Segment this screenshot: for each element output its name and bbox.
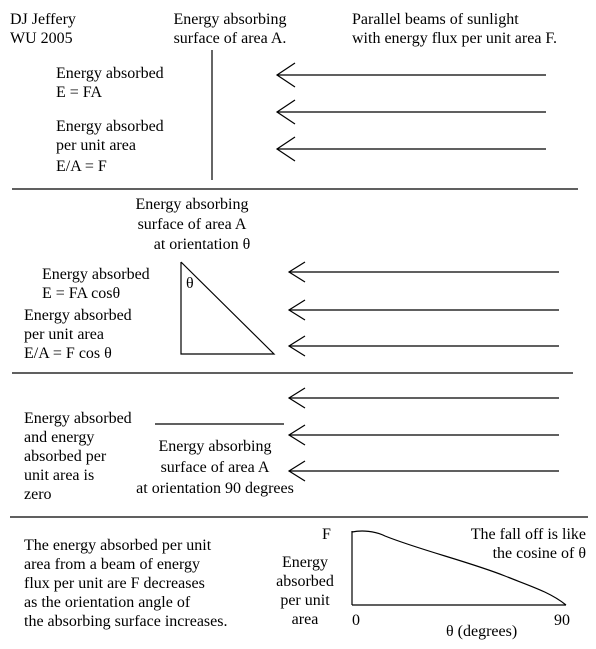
plot-x-max-label: 90 (554, 612, 570, 629)
beam-arrow (287, 299, 559, 321)
beam-arrow (275, 62, 546, 88)
panel3-energy-absorbed-zero: Energy absorbed and energy absorbed per … (24, 410, 132, 503)
beam-arrow (275, 99, 546, 125)
plot-cosine-note: The fall off is like the cosine of θ (470, 526, 586, 562)
beam-arrow (287, 424, 559, 446)
beam-arrow (287, 261, 559, 283)
plot-x-axis-label: θ (degrees) (446, 623, 518, 640)
panel2-surface-label: Energy absorbing surface of area A at or… (135, 196, 251, 253)
beam-arrow (287, 335, 559, 357)
panel3-surface-label: Energy absorbing surface of area A at or… (136, 438, 294, 497)
beam-arrow (275, 136, 546, 162)
plot-y-axis-label: Energy absorbed per unit area (276, 554, 334, 628)
plot-cosine-curve (351, 530, 567, 606)
theta-angle-label: θ (186, 275, 194, 292)
beam-arrow (287, 387, 559, 409)
beam-arrow (287, 460, 559, 482)
surface-tilted-triangle (180, 261, 276, 355)
plot-y-top-label: F (322, 526, 331, 543)
panel4-summary-text: The energy absorbed per unit area from a… (24, 537, 228, 630)
plot-x-min-label: 0 (352, 612, 360, 629)
